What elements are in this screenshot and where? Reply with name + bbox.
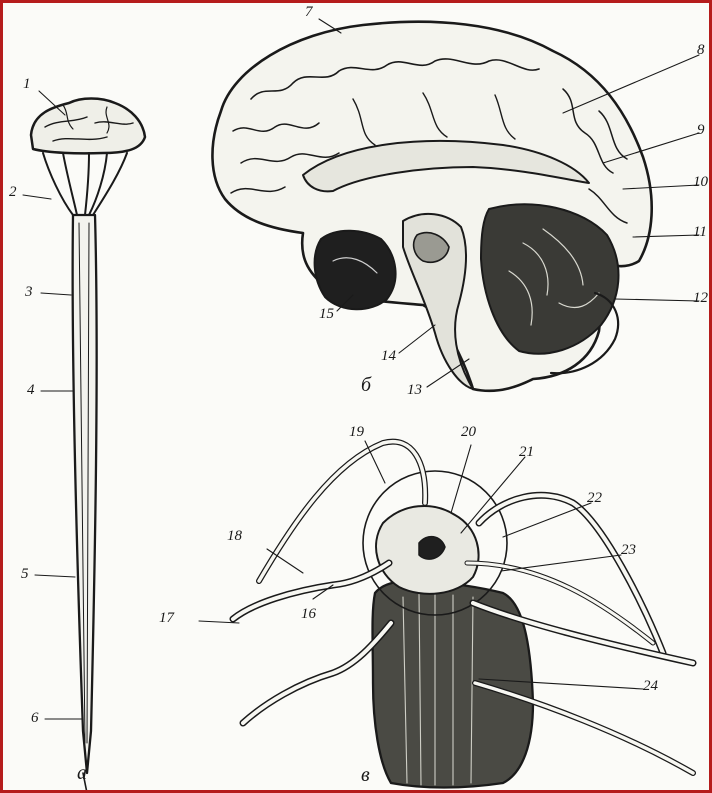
- label-4: 4: [27, 383, 35, 398]
- label-14: 14: [381, 349, 396, 364]
- label-19: 19: [349, 425, 364, 440]
- label-18: 18: [227, 529, 242, 544]
- label-11: 11: [693, 225, 707, 240]
- label-23: 23: [621, 543, 636, 558]
- label-22: 22: [587, 491, 602, 506]
- label-8: 8: [697, 43, 705, 58]
- panel-label-a: а: [77, 763, 87, 783]
- panel-label-c: в: [361, 765, 370, 785]
- spinal-cord-schematic: [31, 99, 145, 791]
- brain-sagittal-section: [212, 22, 651, 391]
- label-7: 7: [305, 5, 313, 20]
- label-21: 21: [519, 445, 534, 460]
- label-5: 5: [21, 567, 29, 582]
- label-13: 13: [407, 383, 422, 398]
- label-2: 2: [9, 185, 17, 200]
- label-1: 1: [23, 77, 31, 92]
- label-20: 20: [461, 425, 476, 440]
- label-15: 15: [319, 307, 334, 322]
- label-10: 10: [693, 175, 708, 190]
- anatomy-illustration: [3, 3, 709, 790]
- label-12: 12: [693, 291, 708, 306]
- label-3: 3: [25, 285, 33, 300]
- label-6: 6: [31, 711, 39, 726]
- label-9: 9: [697, 123, 705, 138]
- panel-label-b: б: [361, 375, 371, 395]
- label-24: 24: [643, 679, 658, 694]
- label-16: 16: [301, 607, 316, 622]
- label-17: 17: [159, 611, 174, 626]
